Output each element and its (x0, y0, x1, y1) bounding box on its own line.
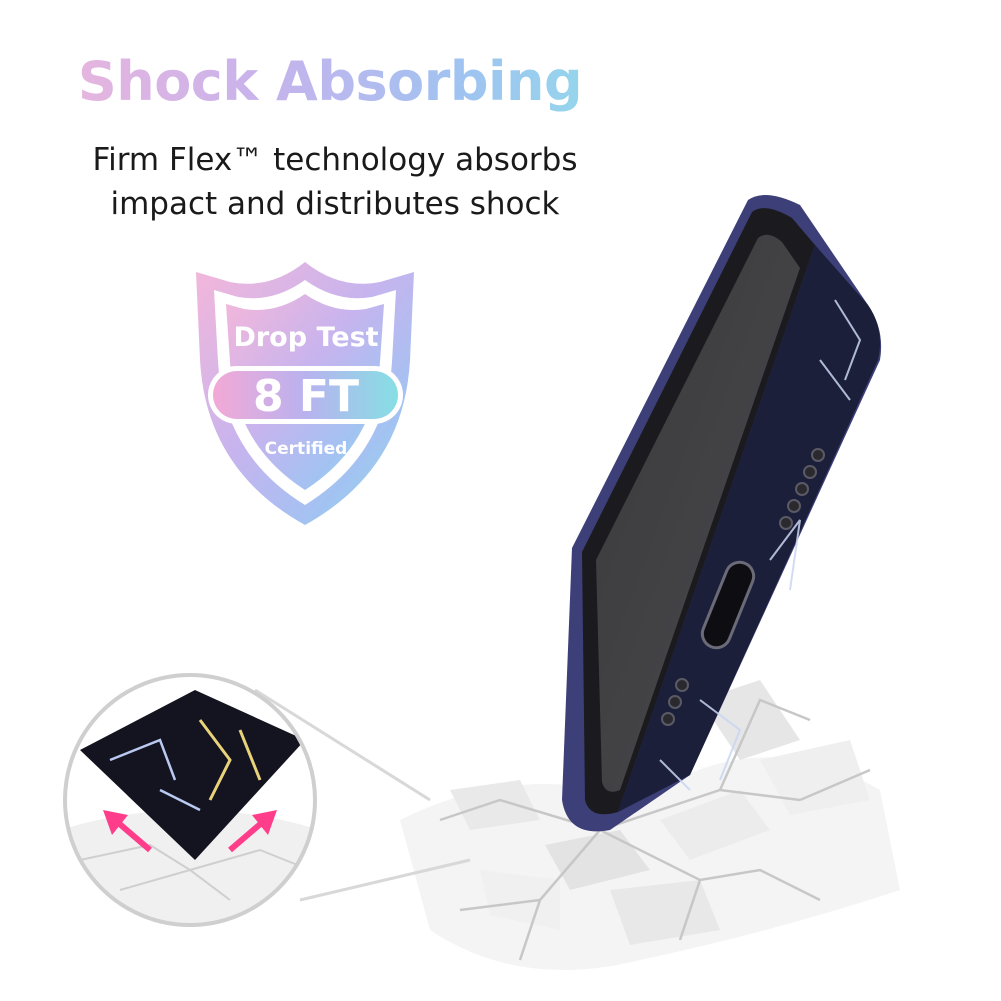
cracked-ground (400, 680, 900, 970)
headline: Shock Absorbing (0, 50, 660, 113)
impact-arrow-icon (103, 810, 277, 853)
badge-top-text: Drop Test (233, 322, 378, 353)
subheadline: Firm Flex™ technology absorbs impact and… (40, 138, 630, 226)
drop-test-shield-icon: Drop Test 8 FT Certified (196, 262, 414, 525)
subheadline-line-1: Firm Flex™ technology absorbs (92, 142, 578, 178)
charging-port (700, 560, 756, 650)
subheadline-line-2: impact and distributes shock (110, 186, 560, 222)
badge-bottom-text: Certified (265, 439, 348, 459)
speaker-grille (661, 448, 825, 726)
zoom-callout (63, 673, 471, 927)
phone-case (562, 195, 882, 832)
badge-middle-text: 8 FT (253, 371, 359, 422)
